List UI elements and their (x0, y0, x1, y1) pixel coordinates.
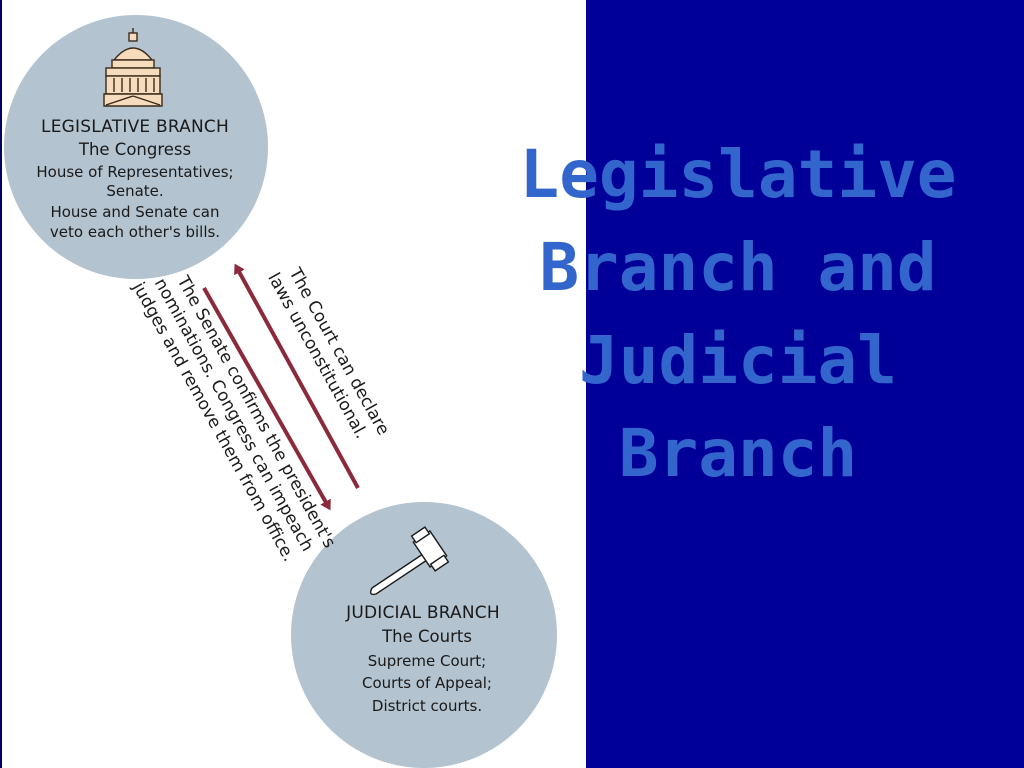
legislative-branch-title: LEGISLATIVE BRANCH (41, 117, 229, 137)
capitol-icon (103, 28, 163, 107)
slide-title: Legislative Branch and Judicial Branch (458, 128, 1018, 500)
slide-title-line: Judicial (579, 322, 897, 399)
slide-title-line: Branch (618, 415, 858, 492)
slide-title-line: Legislative (519, 136, 957, 213)
legislative-branch-line: House and Senate can (50, 203, 219, 221)
diagram-panel: LEGISLATIVE BRANCH The Congress House of… (0, 0, 586, 768)
slide-title-line: Branch and (539, 229, 937, 306)
legislative-branch-circle (4, 15, 268, 279)
judicial-branch-circle (291, 502, 557, 768)
judicial-branch-line: District courts. (372, 697, 482, 715)
legislative-branch-line: veto each other's bills. (50, 223, 220, 241)
arrow-judicial-to-legislative (234, 263, 360, 489)
legislative-branch-line: Senate. (106, 182, 163, 200)
judicial-branch-line: Supreme Court; (368, 652, 486, 670)
judicial-branch-line: Courts of Appeal; (362, 674, 492, 692)
checks-and-balances-diagram: LEGISLATIVE BRANCH The Congress House of… (4, 15, 557, 768)
judicial-branch-title: JUDICIAL BRANCH (345, 603, 500, 623)
judicial-branch-subtitle: The Courts (381, 627, 472, 646)
gavel-icon (369, 526, 450, 596)
legislative-branch-subtitle: The Congress (78, 140, 191, 159)
arrow-legislative-to-judicial (202, 287, 331, 511)
legislative-branch-line: House of Representatives; (36, 163, 233, 181)
